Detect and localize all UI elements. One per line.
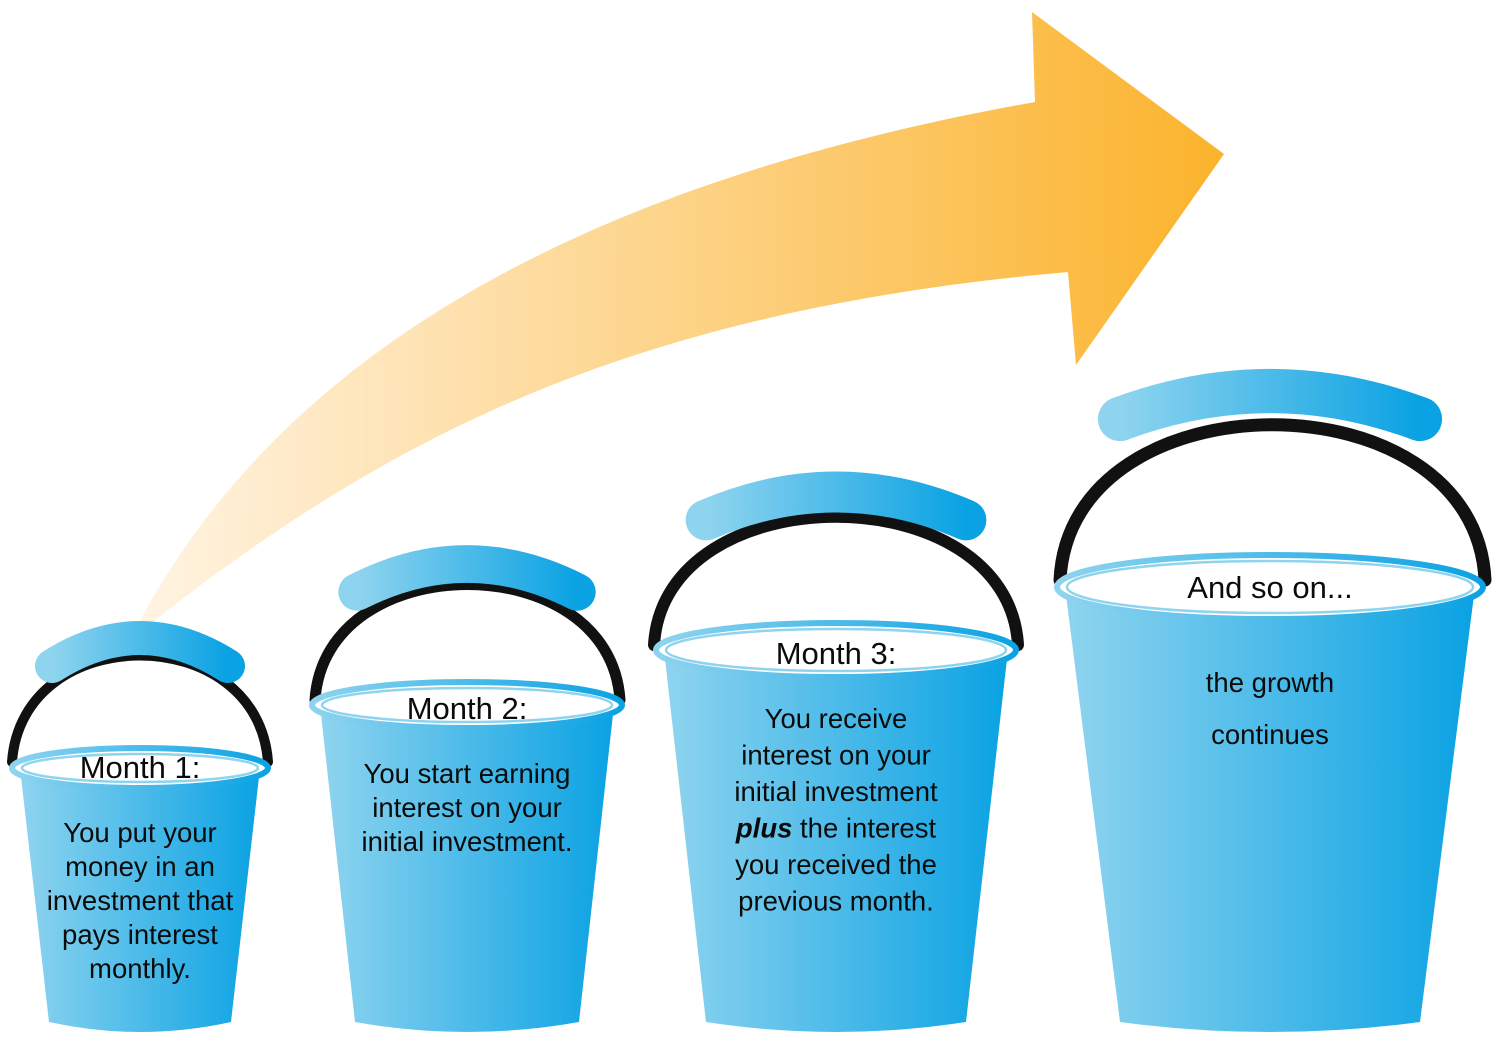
- bucket-text-line: You put your: [63, 817, 216, 848]
- handle-grip-icon: [35, 621, 245, 683]
- bucket-text-segment: monthly.: [89, 953, 191, 984]
- bucket-text-line: pays interest: [62, 919, 218, 950]
- bucket-text-segment: interest on your: [372, 792, 562, 823]
- bucket-rim-inner-icon: [1065, 559, 1475, 615]
- bucket-rim-inner-icon: [20, 752, 260, 784]
- bucket-title: And so on...: [1187, 570, 1352, 605]
- bucket-text-segment: initial investment.: [362, 826, 573, 857]
- bucket-text-segment: continues: [1211, 719, 1329, 750]
- bucket-rim-inner-icon: [664, 627, 1008, 673]
- bucket-4: And so on... the growth continues: [1053, 368, 1492, 1032]
- bucket-body-icon: [20, 768, 260, 1032]
- handle-wire-icon: [648, 510, 1024, 651]
- bucket-text-line: interest on your: [372, 792, 562, 823]
- handle-grip-icon: [1097, 368, 1443, 442]
- bucket-title: Month 2:: [407, 691, 528, 726]
- bucket-rim-icon: [309, 679, 625, 731]
- bucket-text-segment: the interest: [792, 813, 936, 844]
- bucket-text-line: You receive: [765, 703, 908, 734]
- bucket-text-segment: the growth: [1206, 667, 1334, 698]
- bucket-rim-icon: [9, 745, 271, 791]
- bucket-3: Month 3: You receive interest on your initi…: [648, 471, 1024, 1032]
- bucket-text-line: initial investment.: [362, 826, 573, 857]
- bucket-text-segment: you received the: [735, 849, 937, 880]
- handle-wire-icon: [7, 650, 273, 767]
- bucket-rim-icon: [1054, 552, 1486, 622]
- bucket-text-segment: pays interest: [62, 919, 218, 950]
- bucket-text-line: initial investment: [734, 776, 938, 807]
- bucket-body-icon: [320, 705, 614, 1032]
- bucket-body-icon: [1065, 587, 1475, 1032]
- bucket-text-segment: You receive: [765, 703, 908, 734]
- bucket-text-segment: You put your: [63, 817, 216, 848]
- bucket-text-line: interest on your: [741, 740, 931, 771]
- bucket-text-segment: investment that: [47, 885, 234, 916]
- bucket-text-segment: previous month.: [738, 886, 934, 917]
- handle-wire-icon: [309, 579, 626, 706]
- bucket-text-line: money in an: [65, 851, 215, 882]
- bucket-text-line: the growth: [1206, 667, 1334, 698]
- bucket-rim-icon: [653, 620, 1019, 680]
- bucket-title: Month 1:: [80, 750, 201, 785]
- bucket-text-segment: initial investment: [734, 776, 938, 807]
- bucket-text-line: previous month.: [738, 886, 934, 917]
- bucket-body-icon: [664, 650, 1008, 1032]
- bucket-text-line: plus the interest: [735, 813, 937, 844]
- bucket-text-segment: plus: [735, 813, 793, 844]
- bucket-text-line: You start earning: [364, 758, 571, 789]
- bucket-text-segment: money in an: [65, 851, 215, 882]
- handle-grip-icon: [685, 471, 987, 541]
- bucket-text-line: you received the: [735, 849, 937, 880]
- bucket-text-segment: You start earning: [364, 758, 571, 789]
- bucket-text-line: continues: [1211, 719, 1329, 750]
- handle-grip-icon: [338, 545, 596, 611]
- handle-wire-icon: [1053, 418, 1492, 587]
- bucket-text-line: monthly.: [89, 953, 191, 984]
- bucket-text-line: investment that: [47, 885, 234, 916]
- bucket-rim-inner-icon: [320, 686, 614, 724]
- bucket-text-segment: interest on your: [741, 740, 931, 771]
- growth-arrow: [130, 12, 1224, 640]
- bucket-title: Month 3:: [776, 636, 897, 671]
